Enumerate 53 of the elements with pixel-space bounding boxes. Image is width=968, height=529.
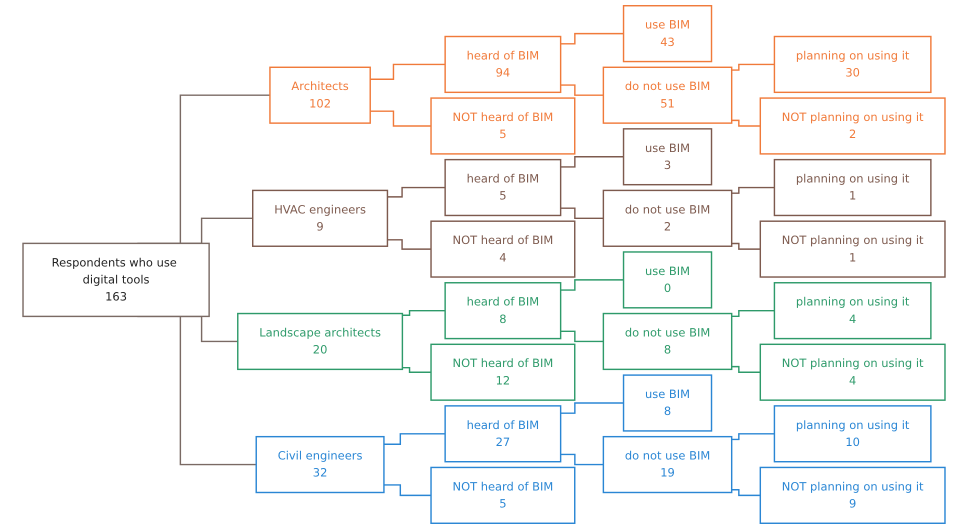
node-box: planning on using it 1 [774, 158, 932, 216]
connector [370, 110, 432, 127]
node-box: do not use BIM 19 [602, 436, 732, 494]
connector [387, 239, 432, 250]
connector [732, 64, 774, 71]
connector [560, 402, 624, 414]
node-box: NOT heard of BIM 12 [430, 344, 576, 401]
node-box: NOT heard of BIM 4 [430, 220, 576, 278]
connector [402, 310, 446, 316]
node-box: do not use BIM 8 [602, 312, 732, 370]
node-box: NOT heard of BIM 5 [430, 97, 576, 155]
connector [732, 366, 760, 373]
node-box: use BIM 8 [622, 374, 712, 432]
connector [402, 366, 432, 373]
node-box: Landscape architects 20 [237, 312, 404, 370]
node-box: use BIM 0 [622, 251, 712, 309]
node-box: heard of BIM 27 [444, 405, 562, 462]
connector [560, 207, 604, 220]
connector [560, 330, 604, 342]
connector [387, 186, 446, 198]
node-box: HVAC engineers 9 [252, 190, 388, 247]
connector [560, 279, 624, 291]
connector [732, 186, 774, 194]
node-box: Respondents who use digital tools 163 [22, 242, 210, 318]
node-box: planning on using it 30 [774, 36, 932, 94]
node-box: use BIM 43 [622, 5, 712, 62]
connector [560, 84, 604, 96]
node-box: NOT heard of BIM 5 [430, 466, 576, 524]
connector [732, 489, 760, 496]
connector [384, 433, 446, 445]
connector [370, 64, 446, 80]
node-box: use BIM 3 [622, 128, 712, 186]
connector [560, 156, 624, 168]
node-box: Architects 102 [269, 66, 371, 124]
connector [732, 433, 774, 440]
connector [560, 454, 604, 466]
node-box: planning on using it 10 [774, 405, 932, 462]
connector [560, 32, 624, 45]
node-box: NOT planning on using it 4 [760, 344, 946, 401]
node-box: do not use BIM 51 [602, 66, 732, 124]
connector [732, 310, 774, 317]
node-box: NOT planning on using it 2 [760, 97, 946, 155]
connector [732, 242, 760, 250]
node-box: do not use BIM 2 [602, 190, 732, 247]
node-box: Civil engineers 32 [256, 436, 385, 494]
node-box: heard of BIM 94 [444, 36, 562, 94]
node-box: heard of BIM 8 [444, 282, 562, 340]
node-box: NOT planning on using it 9 [760, 466, 946, 524]
node-box: heard of BIM 5 [444, 158, 562, 216]
connector [732, 120, 760, 127]
node-box: planning on using it 4 [774, 282, 932, 340]
connector [384, 484, 432, 496]
node-box: NOT planning on using it 1 [760, 220, 946, 278]
